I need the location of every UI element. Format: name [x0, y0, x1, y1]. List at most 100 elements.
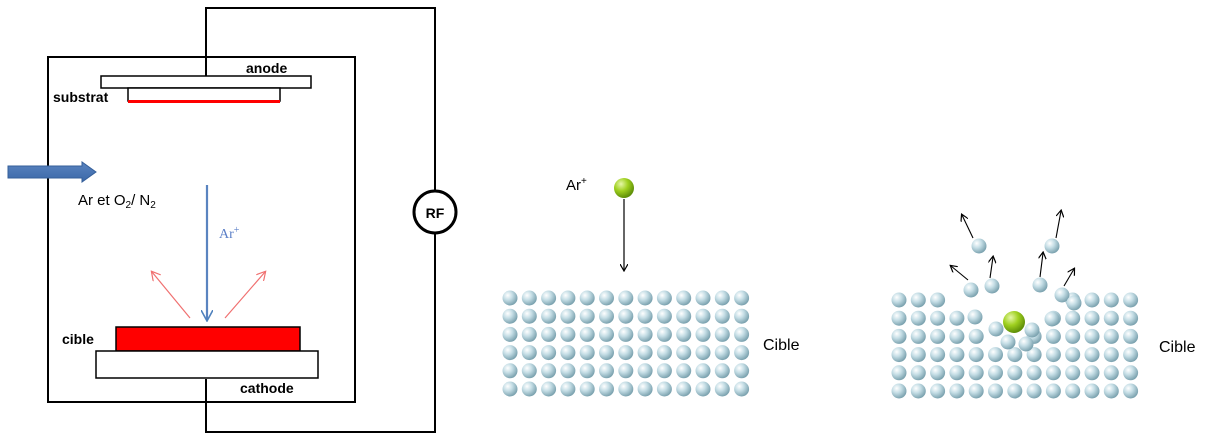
target-atom	[676, 381, 692, 397]
target-atom	[502, 290, 518, 306]
cathode-label: cathode	[240, 380, 294, 396]
target-atom	[541, 308, 557, 324]
rf-circuit-wire	[205, 7, 436, 433]
target-atom	[910, 310, 926, 326]
target-atom	[521, 308, 537, 324]
target-atom	[949, 328, 965, 344]
target-atom	[1103, 328, 1119, 344]
target-atom	[714, 345, 730, 361]
target-atom	[1065, 310, 1081, 326]
ejected-atom	[971, 238, 987, 254]
anode-label: anode	[246, 60, 287, 76]
target-atom	[695, 326, 711, 342]
target-atom	[1045, 328, 1061, 344]
displaced-atom	[1044, 311, 1060, 327]
target-atom	[560, 363, 576, 379]
target-atom	[579, 363, 595, 379]
target-atom	[521, 326, 537, 342]
target-atom	[618, 308, 634, 324]
target-atom	[1084, 292, 1100, 308]
gas-label-mid: / N	[131, 192, 150, 209]
target-atom	[676, 290, 692, 306]
target-atom	[891, 292, 907, 308]
target-atom	[656, 381, 672, 397]
target-atom	[656, 345, 672, 361]
target-atom	[968, 328, 984, 344]
target-atom	[637, 326, 653, 342]
target-atom	[637, 308, 653, 324]
target-atom	[1084, 310, 1100, 326]
target-atom	[560, 290, 576, 306]
ejection-arrow	[1040, 253, 1043, 278]
displaced-atom	[1024, 322, 1040, 338]
target-atom	[930, 347, 946, 363]
target-atom	[910, 365, 926, 381]
target-atom	[676, 345, 692, 361]
target-atom	[1084, 383, 1100, 399]
target-atom	[930, 292, 946, 308]
target-atom	[1026, 365, 1042, 381]
displaced-atom	[963, 282, 979, 298]
incident-ion-panel: Ar+ Cible	[502, 176, 800, 397]
target-atom	[579, 290, 595, 306]
target-atom	[949, 383, 965, 399]
gas-label: Ar et O2/ N2	[78, 192, 156, 211]
target-atom	[502, 308, 518, 324]
target-atom	[1007, 347, 1023, 363]
ejection-panel: Cible	[891, 211, 1196, 399]
target-atom	[521, 345, 537, 361]
target-atom	[599, 326, 614, 342]
target-atom	[734, 381, 750, 397]
target-atom	[521, 381, 537, 397]
displaced-atom	[1000, 334, 1016, 350]
anode-plate	[100, 75, 312, 89]
target-atom	[579, 326, 595, 342]
target-atom	[1084, 365, 1100, 381]
target-atom	[930, 328, 946, 344]
damaged-atom-lattice	[891, 277, 1139, 399]
target-atom	[502, 345, 518, 361]
target-atom	[521, 363, 537, 379]
target-atom	[599, 290, 614, 306]
target-atom	[560, 326, 576, 342]
target-atom	[656, 363, 672, 379]
incident-ion-sphere	[614, 178, 634, 198]
displaced-atom	[1054, 287, 1070, 303]
displaced-atom	[1032, 277, 1048, 293]
target-atom	[968, 347, 984, 363]
target-atom	[1045, 347, 1061, 363]
target-label: cible	[62, 331, 94, 347]
target-atom	[656, 326, 672, 342]
sputtered-arrow-left	[152, 272, 191, 319]
target-atom	[541, 345, 557, 361]
target-atom	[579, 345, 595, 361]
target-atom	[734, 326, 750, 342]
ejection-arrow	[962, 215, 974, 239]
rf-source	[412, 189, 458, 235]
target-atom	[1065, 347, 1081, 363]
target-atom	[1045, 383, 1061, 399]
cathode-plate	[95, 350, 319, 379]
target-atom	[618, 326, 634, 342]
target-atom	[579, 308, 595, 324]
incident-ion-label-sup: +	[581, 176, 587, 187]
target-atom	[891, 310, 907, 326]
target-atom	[1026, 347, 1042, 363]
rf-label: RF	[426, 205, 445, 221]
target-atom	[714, 363, 730, 379]
target-atom	[521, 290, 537, 306]
incident-ion-label-main: Ar	[566, 177, 581, 194]
ejection-arrow	[951, 266, 969, 281]
target-atom	[988, 365, 1003, 381]
target-atom	[891, 347, 907, 363]
target-atom	[910, 347, 926, 363]
target-atom	[599, 363, 614, 379]
target-atom	[656, 308, 672, 324]
target-atom	[1084, 347, 1100, 363]
target-atom	[734, 308, 750, 324]
ion-label: Ar+	[219, 225, 240, 242]
target-atom	[676, 363, 692, 379]
target-atom	[637, 381, 653, 397]
target-atom	[734, 345, 750, 361]
